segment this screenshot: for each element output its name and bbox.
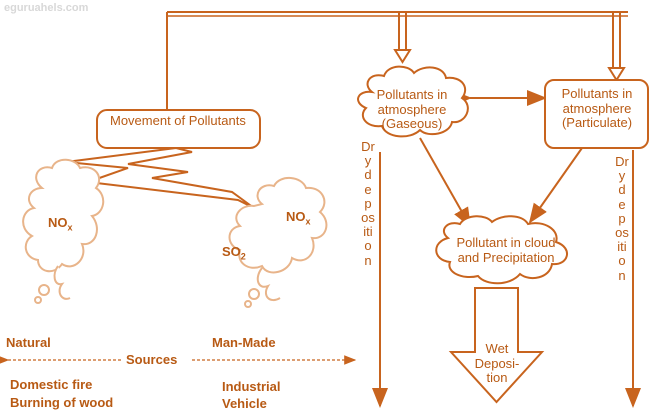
precipitation-cloud	[435, 215, 568, 285]
watermark: eguruahels.com	[4, 2, 89, 14]
dry-deposition-right-label: Dry deposition	[615, 154, 629, 283]
double-arrow-to-particulate	[607, 12, 626, 82]
wet-deposition-label: Wet Deposi- tion	[474, 341, 520, 386]
movement-of-pollutants-label: Movement of Pollutants	[110, 113, 246, 128]
sources-label: Sources	[126, 352, 178, 367]
wet-deposition-arrow	[448, 287, 545, 404]
natural-example-1: Domestic fire	[10, 377, 93, 392]
man-made-smoke	[228, 177, 328, 308]
so2-label: SO2	[222, 244, 246, 262]
man-made-nox-label: NOx	[286, 209, 311, 227]
gaseous-cloud	[357, 65, 469, 138]
lightning-bolt	[65, 146, 255, 209]
natural-source-label: Natural	[6, 335, 51, 350]
particulate-cloud-arrow	[528, 128, 599, 224]
man-made-source-label: Man-Made	[212, 335, 276, 350]
natural-smoke	[22, 158, 105, 304]
gaseous-to-cloud-arrow	[419, 137, 471, 228]
gaseous-pollutants-label: Pollutants in atmosphere (Gaseous)	[376, 87, 448, 132]
particulate-pollutants-label: Pollutants in atmosphere (Particulate)	[561, 86, 633, 131]
natural-example-2: Burning of wood	[10, 395, 114, 410]
man-made-example-1: Industrial	[222, 379, 281, 394]
natural-nox-label: NOx	[48, 215, 73, 233]
double-arrow-to-gaseous	[393, 12, 412, 64]
particulate-box	[544, 79, 649, 149]
man-made-example-2: Vehicle	[222, 396, 267, 411]
cloud-precipitation-label: Pollutant in cloud and Precipitation	[456, 235, 556, 265]
dry-deposition-left-label: Dry deposition	[361, 139, 375, 268]
